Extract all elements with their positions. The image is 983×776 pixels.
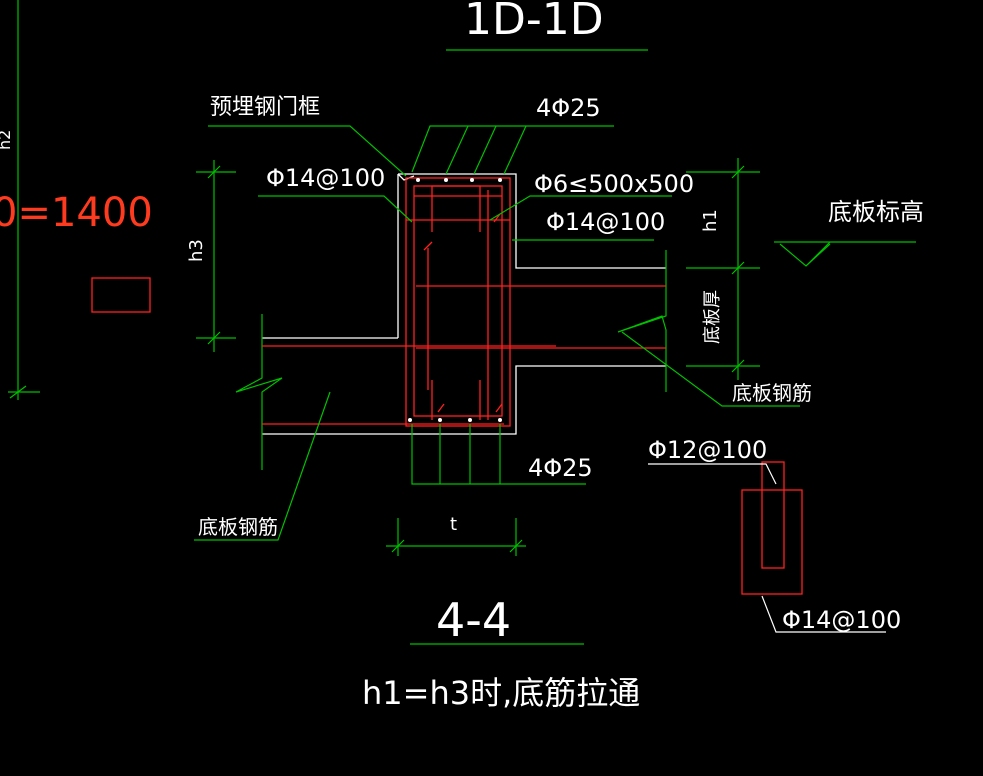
label-embedded-frame: 预埋钢门框 (210, 95, 320, 120)
label-slab-thickness: 底板厚 (702, 290, 723, 344)
label-top-bars: 4Φ25 (536, 94, 601, 122)
top-section-title: 1D-1D (446, 0, 648, 51)
rebar-lines (262, 177, 666, 427)
section-4-4-detail: 预埋钢门框 4Φ25 Φ14@100 Φ6≤500x500 Φ14@100 底板… (186, 94, 924, 712)
label-right-stirrup: Φ14@100 (546, 208, 665, 236)
label-left-stirrup: Φ14@100 (266, 164, 385, 192)
label-bottom-bars: 4Φ25 (528, 454, 593, 482)
label-h1: h1 (700, 209, 721, 232)
label-t: t (450, 514, 457, 535)
label-left-slab-rebar: 底板钢筋 (198, 515, 278, 539)
left-partial-value: 0=1400 (0, 190, 153, 236)
top-section-title-text: 1D-1D (464, 0, 604, 45)
label-h3: h3 (186, 239, 207, 262)
label-tie-bar: Φ6≤500x500 (534, 170, 694, 198)
leader-lines (194, 125, 916, 645)
concrete-outline (262, 173, 666, 435)
left-partial-detail: h2 0=1400 (0, 0, 153, 400)
label-small-bottom: Φ14@100 (782, 606, 901, 634)
small-rebar-detail: Φ12@100 Φ14@100 (648, 436, 901, 634)
note-text: h1=h3时,底筋拉通 (362, 674, 640, 712)
section-title: 4-4 (436, 593, 511, 647)
label-small-top: Φ12@100 (648, 436, 767, 464)
break-lines (235, 250, 667, 470)
label-slab-elevation: 底板标高 (828, 198, 924, 226)
rebar-dots (408, 178, 502, 422)
left-partial-h-label: h2 (0, 130, 14, 150)
label-right-slab-rebar: 底板钢筋 (732, 381, 812, 405)
